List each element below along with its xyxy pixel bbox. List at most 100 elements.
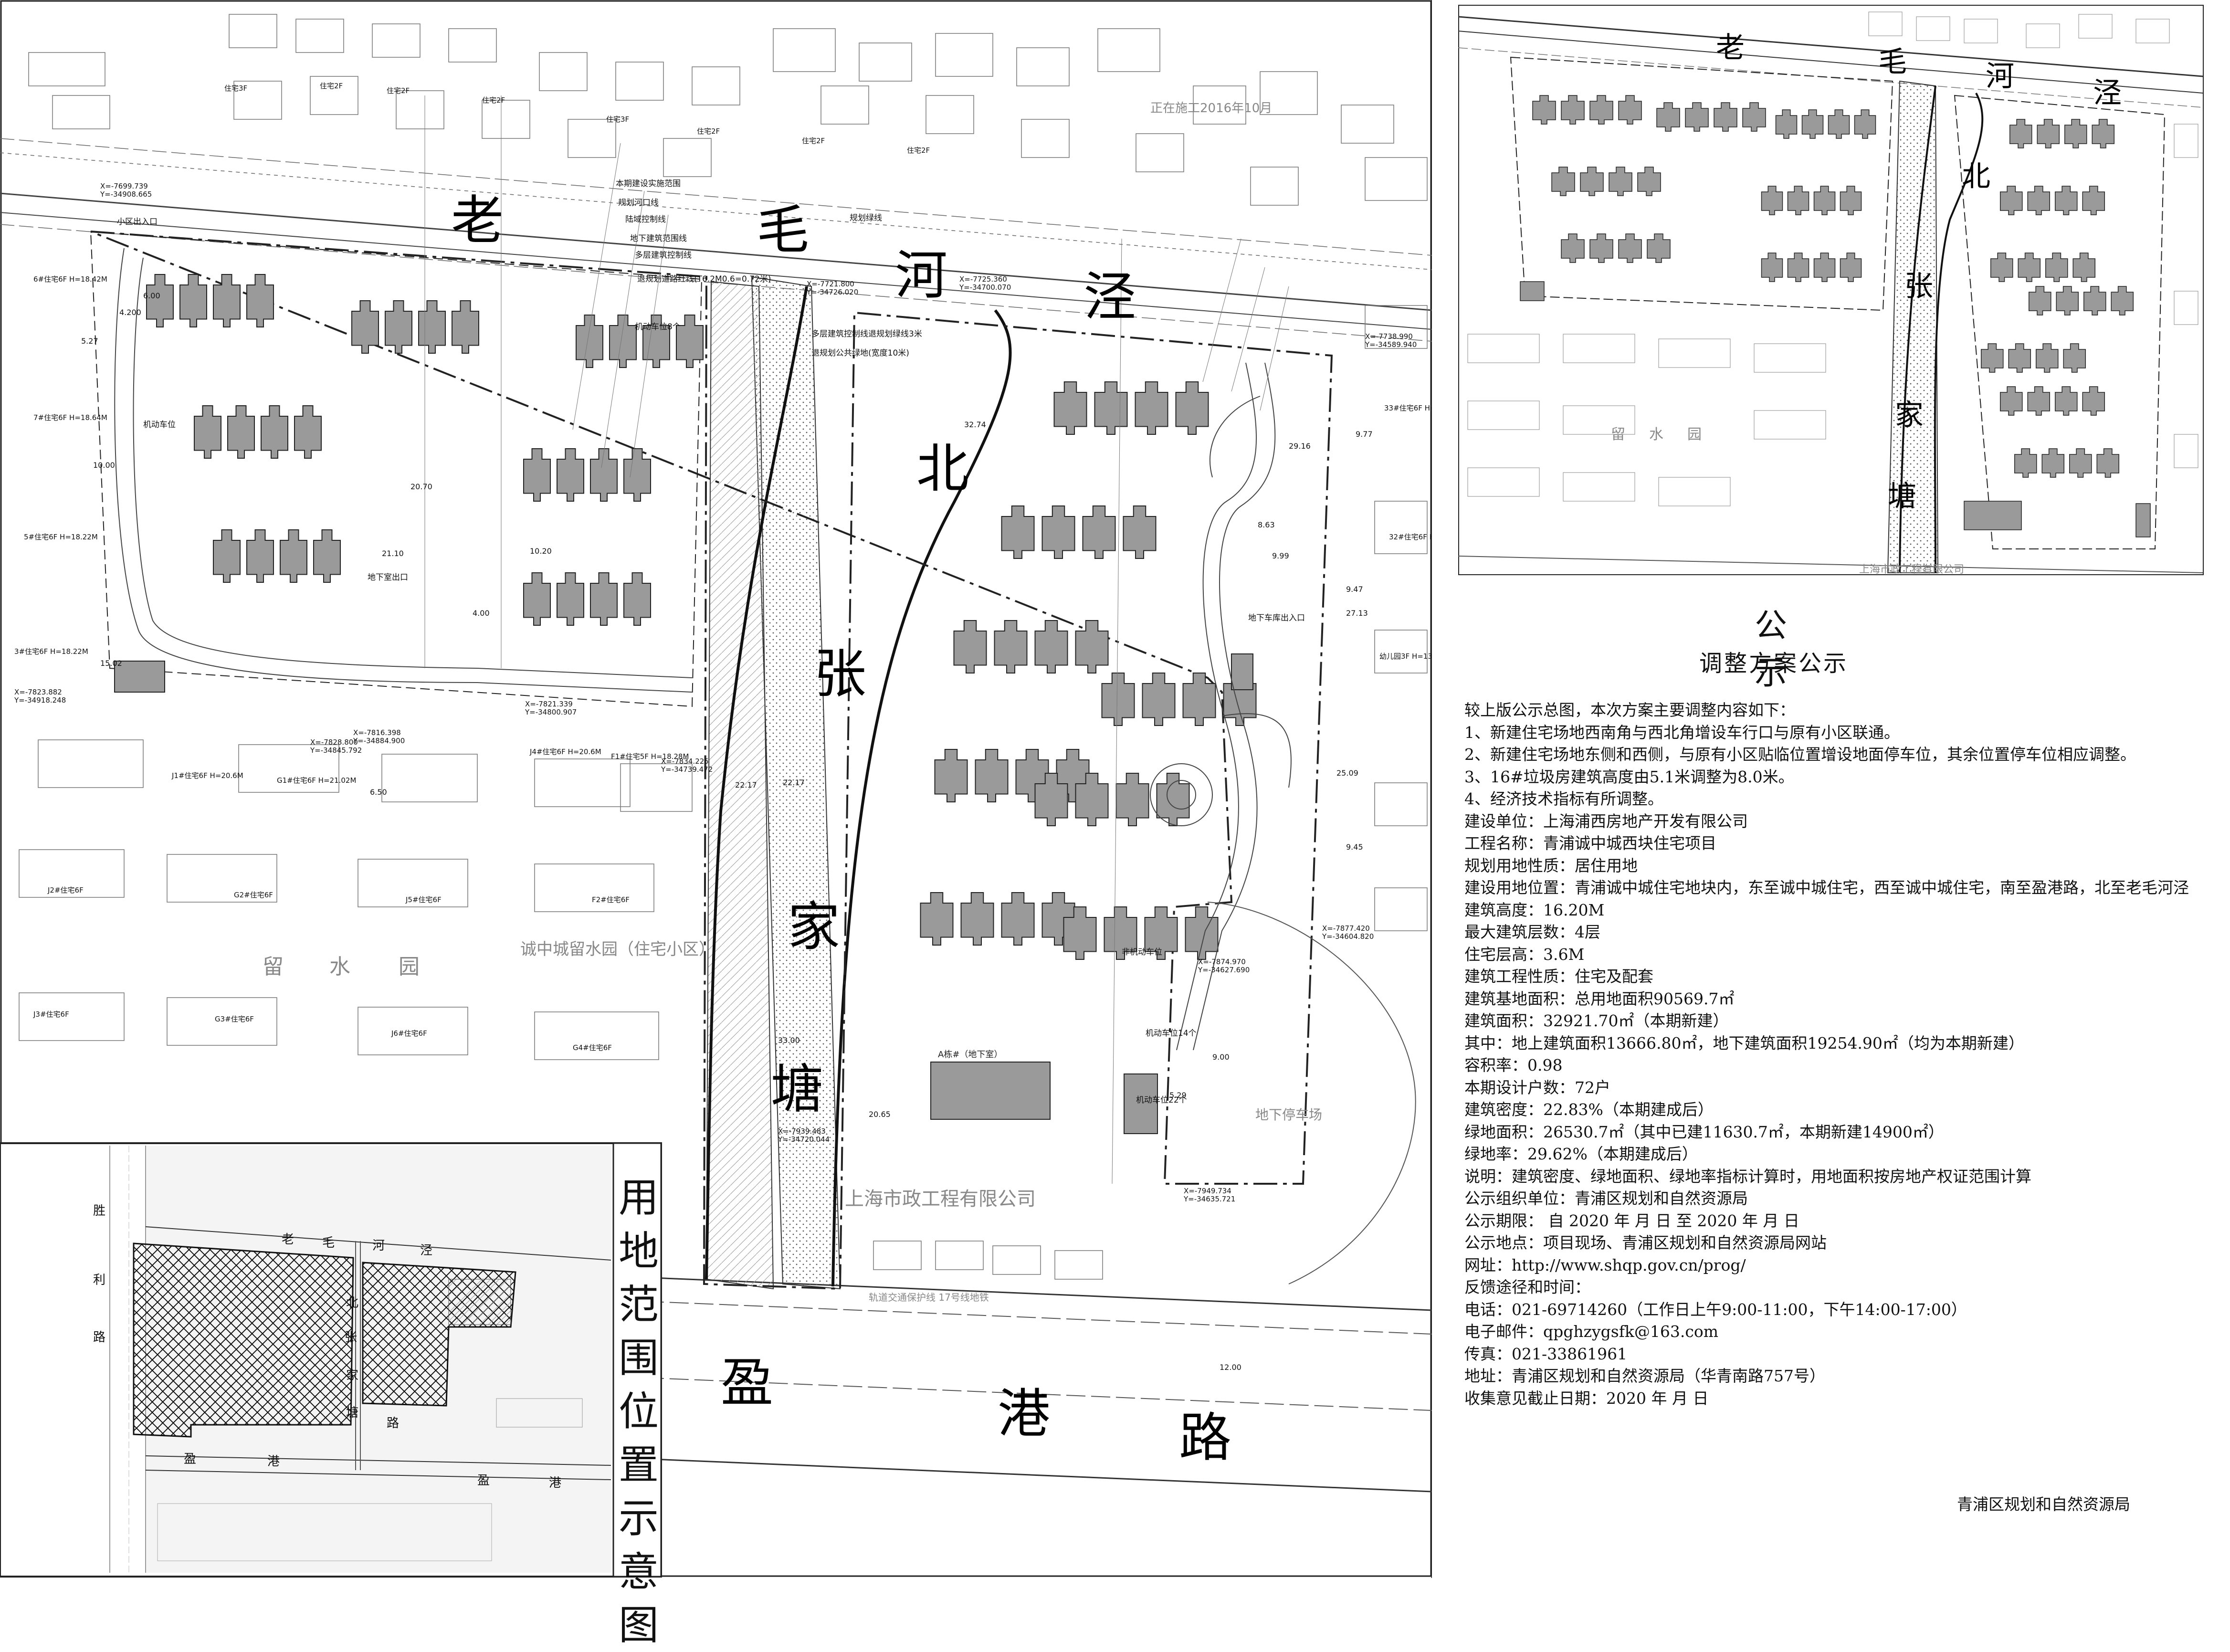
townhouse-block: [2009, 119, 2114, 148]
existing-house: [935, 33, 993, 77]
neighborhood-char-1: 留: [263, 955, 284, 979]
townhouse-block: [2000, 186, 2105, 215]
coordinate-text: X=-7699.739: [100, 182, 148, 190]
existing-house: [1097, 28, 1160, 72]
underground-parking-label: 地下停车场: [1255, 1107, 1322, 1123]
existing-house: [19, 992, 125, 1041]
building-label: J5#住宅6F: [405, 895, 442, 904]
building-label: 住宅3F: [606, 115, 629, 124]
notice-body: 较上版公示总图，本次方案主要调整内容如下： 1、新建住宅场地西南角与西北角增设车行…: [1464, 699, 2219, 1410]
key-existing-house: [1964, 19, 1998, 43]
notice-line: 较上版公示总图，本次方案主要调整内容如下：: [1464, 701, 1795, 719]
key-label-zhang: 张: [1904, 270, 1933, 303]
location-map-label: 张: [345, 1330, 357, 1345]
existing-house: [539, 52, 588, 91]
dimension-text: 20.70: [410, 482, 432, 491]
notice-line: 1、新建住宅场地西南角与西北角增设车行口与原有小区联通。: [1464, 723, 1900, 742]
dimension-text: 9.47: [1346, 585, 1363, 594]
location-map-label: 毛: [322, 1236, 335, 1250]
building-label: G4#住宅6F: [573, 1043, 612, 1052]
clubhouse-building: [930, 1062, 1051, 1120]
location-map-label: 胜: [93, 1204, 105, 1218]
dimension-text: 29.16: [1289, 442, 1311, 451]
building-label: J4#住宅6F H=20.6M: [529, 747, 601, 756]
dimension-text: 6.50: [370, 788, 387, 797]
building-label: 住宅2F: [697, 127, 720, 136]
building-label: J6#住宅6F: [391, 1029, 427, 1038]
building-label: 住宅2F: [320, 82, 343, 90]
dimension-text: 25.09: [1336, 768, 1358, 778]
coordinate-text: Y=-34700.070: [959, 283, 1011, 292]
building-label: 住宅3F: [224, 84, 247, 93]
key-label-liu: 留: [1611, 426, 1625, 443]
key-existing-house: [2174, 124, 2198, 158]
key-existing-house: [1563, 405, 1635, 435]
annotation-text: 退规划公共绿地(宽度10米): [811, 348, 909, 358]
coordinate-text: Y=-34918.248: [14, 696, 66, 705]
site-plan-drawing: 老 毛 河 泾 北 张 家 塘 盈 港 路 诚中城留水园（住宅小区） 留 水 园…: [0, 0, 1432, 1578]
townhouse-block: [1053, 381, 1209, 435]
notice-line: 最大建筑层数：4层: [1464, 923, 1600, 941]
townhouse-block: [1532, 95, 1642, 125]
building-label: 住宅2F: [387, 86, 410, 95]
key-existing-house: [1467, 400, 1540, 430]
coordinate-text: X=-7721.800: [807, 280, 854, 288]
notice-line: 电子邮件：qpghzygsfk@163.com: [1464, 1322, 1719, 1341]
townhouse-block: [1561, 233, 1671, 263]
building-label: F1#住宅5F H=18.28M: [611, 752, 689, 761]
coordinate-text: X=-7874.970: [1198, 958, 1246, 966]
notice-line: 传真：021-33861961: [1464, 1344, 1628, 1363]
area-labels: 诚中城留水园（住宅小区） 留 水 园 上海市政工程有限公司 正在施工2016年1…: [263, 101, 1322, 1303]
existing-house: [534, 1011, 659, 1060]
building-label: 幼儿园3F H=13.95M: [1379, 652, 1432, 661]
key-existing-house: [1754, 343, 1826, 373]
coordinate-text: Y=-34726.020: [806, 288, 858, 296]
notice-line: 收集意见截止日期：2020 年 月 日: [1464, 1389, 1709, 1408]
notice-line: 建筑基地面积：总用地面积90569.7㎡: [1464, 989, 1735, 1008]
annotation-text: 机动车位22个: [1136, 1095, 1187, 1105]
clubhouse-label: A栋#（地下室）: [938, 1050, 1002, 1060]
existing-house: [1016, 47, 1070, 86]
dimension-text: 4.00: [473, 609, 490, 618]
key-label-yuan: 园: [1687, 426, 1702, 443]
building-label: 7#住宅6F H=18.64M: [33, 413, 107, 422]
existing-house: [663, 138, 712, 177]
annotation-text: 多层建筑控制线退规划绿线3米: [811, 329, 922, 339]
existing-house: [620, 763, 693, 812]
coordinate-text: Y=-34720.044: [778, 1135, 830, 1144]
notice-line: 建筑工程性质：住宅及配套: [1464, 967, 1653, 986]
existing-house: [229, 14, 277, 48]
setback-lines: [424, 95, 1289, 1184]
key-existing-house: [2026, 23, 2060, 48]
building-label: G3#住宅6F: [215, 1015, 254, 1023]
location-map-label: 利: [93, 1273, 105, 1287]
notice-line: 电话：021-69714260（工作日上午9:00-11:00，下午14:00-…: [1464, 1300, 1967, 1319]
key-company-text: 上海市政工程有限公司: [1859, 564, 1964, 575]
coordinate-text: X=-7821.339: [525, 700, 573, 708]
location-title-char: 置: [619, 1442, 659, 1488]
existing-house: [238, 744, 339, 793]
location-map-label: 盈: [184, 1452, 196, 1466]
existing-house: [1054, 1250, 1103, 1280]
creek-label-zhang: 张: [814, 643, 866, 705]
building-label: G2#住宅6F: [234, 891, 273, 899]
location-title-char: 地: [619, 1228, 659, 1274]
existing-house: [1365, 157, 1428, 201]
existing-house: [992, 1245, 1041, 1275]
existing-house: [448, 28, 497, 63]
townhouse-block: [523, 572, 651, 626]
coordinate-text: X=-7939.483: [778, 1127, 826, 1136]
coordinate-text: Y=-34908.665: [100, 190, 152, 199]
key-label-bei: 北: [1962, 160, 1990, 193]
townhouse-block: [1775, 109, 1876, 139]
townhouse-block: [1981, 343, 2086, 373]
key-existing-house: [1467, 334, 1540, 363]
existing-house: [167, 997, 277, 1046]
annotation-text: 地下建筑范围线: [630, 234, 687, 243]
annotation-text: 规划绿线: [850, 213, 882, 223]
notice-line: 网址：http://www.shqp.gov.cn/prog/: [1464, 1255, 1746, 1274]
townhouse-block: [1656, 102, 1766, 132]
location-title-char: 位: [619, 1388, 659, 1435]
notice-line: 绿地率：29.62%（本期建成后）: [1464, 1145, 1698, 1163]
key-plan-drawing: 老 毛 河 泾 北 张 家 塘 留 水 园 上海市政工程有限公司: [1458, 5, 2204, 575]
